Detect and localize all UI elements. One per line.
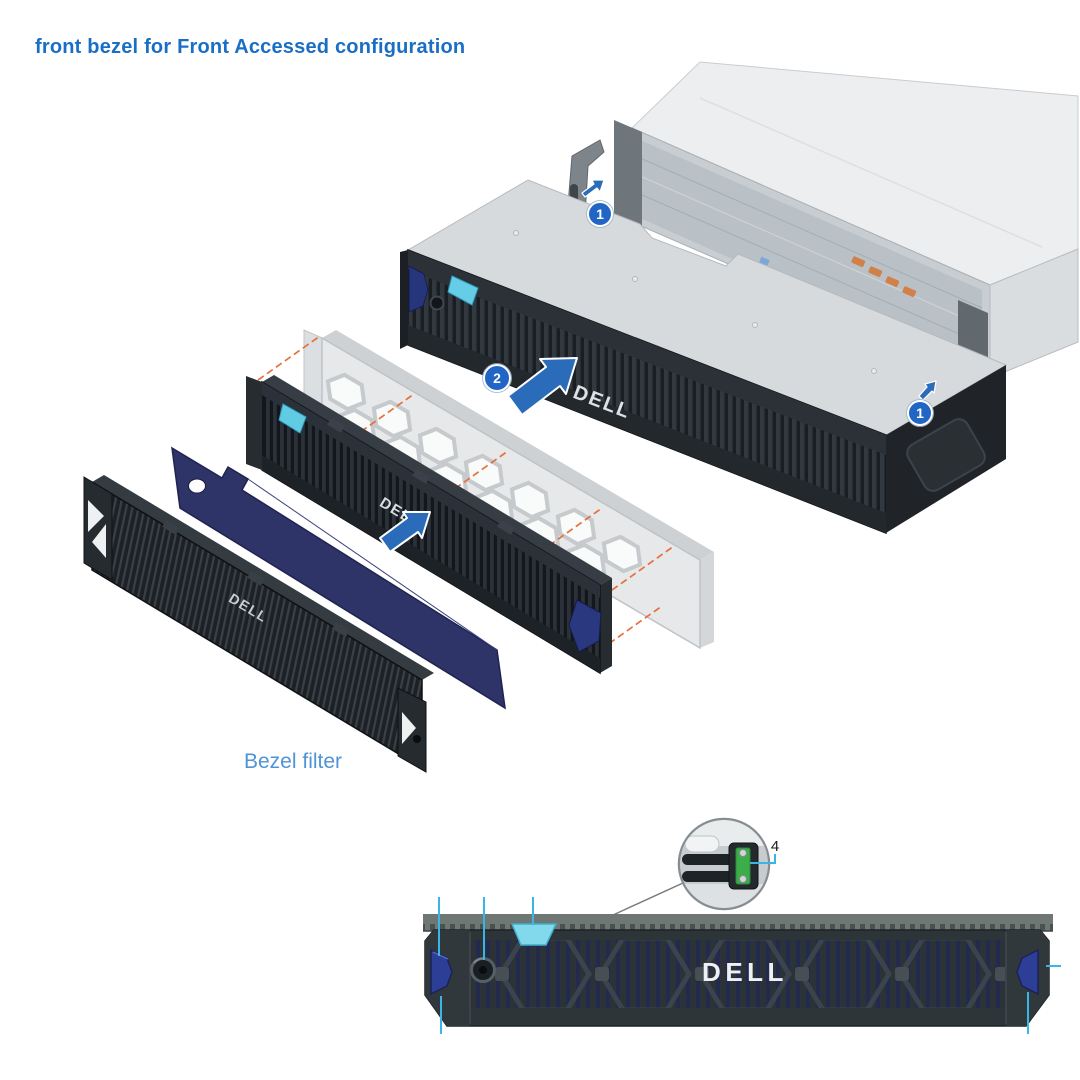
ghost-bezel-frame xyxy=(303,329,714,650)
brand-logo-front: DELL xyxy=(702,957,788,987)
grille-status-lens xyxy=(278,403,307,434)
server-chassis xyxy=(565,61,1079,439)
led-lens-right xyxy=(1016,948,1039,996)
page-title: front bezel for Front Accessed configura… xyxy=(35,36,466,58)
rack-ear-left xyxy=(614,120,642,232)
detail-item-leader xyxy=(750,854,776,864)
callout-step2-number: 2 xyxy=(493,370,501,386)
callout-step2: 2 xyxy=(482,363,512,393)
assembled-bezel: DELL xyxy=(400,179,1008,535)
bezel-filter-frame: DELL xyxy=(83,475,434,773)
callout-step1-right: 1 xyxy=(906,399,934,427)
status-lens-top xyxy=(510,923,558,946)
grille-led-lens xyxy=(568,599,602,653)
latch-green-tab xyxy=(735,847,751,885)
callout-step1-right-number: 1 xyxy=(916,405,924,421)
detail-leader-line xyxy=(612,882,684,916)
filter-sheet-hole xyxy=(188,478,206,494)
bezel-front-grille-area xyxy=(452,940,1020,1008)
callout-step1-left: 1 xyxy=(586,200,614,228)
step2-arrow xyxy=(507,357,578,416)
step1-arrow-left xyxy=(581,179,605,198)
filter-sheet xyxy=(171,446,506,710)
filter-sheet-body xyxy=(171,446,506,710)
feature-callout-lines xyxy=(438,897,1061,1034)
bezel-status-lens xyxy=(447,275,479,306)
callout-step1-left-number: 1 xyxy=(596,206,604,222)
step1-arrow-right xyxy=(918,380,937,401)
detail-item-number: 4 xyxy=(771,838,779,855)
detail-callout: 4 xyxy=(677,817,779,911)
bezel-led-lens xyxy=(408,265,429,313)
front-bezel-view: DELL xyxy=(423,882,1053,1027)
bezel-grille-panel: DELL xyxy=(246,375,612,675)
bezel-filter-label: Bezel filter xyxy=(244,750,343,773)
chassis-side-face xyxy=(989,248,1079,379)
bezel-lock-button xyxy=(429,295,445,311)
direction-arrows xyxy=(379,179,937,553)
insert-arrow xyxy=(379,511,431,553)
